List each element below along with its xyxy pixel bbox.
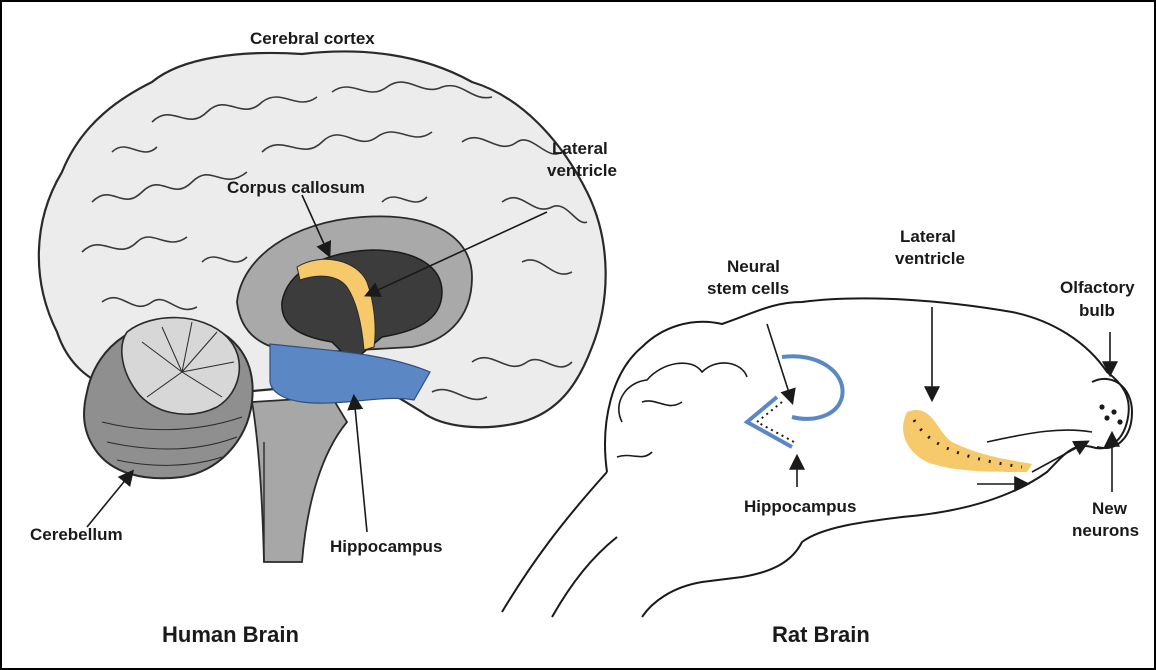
rat-hippocampus-arc xyxy=(782,356,843,419)
label-cerebral-cortex: Cerebral cortex xyxy=(250,29,375,48)
label-neural-stem-cells-1: Neural xyxy=(727,257,780,276)
rat-cerebellum-lobes xyxy=(617,363,747,457)
title-rat-brain: Rat Brain xyxy=(772,622,870,647)
rat-brain-illustration xyxy=(502,298,1132,617)
new-neuron-dots xyxy=(1099,404,1122,424)
human-brain-illustration xyxy=(39,51,606,562)
label-lateral-ventricle-rat-1: Lateral xyxy=(900,227,956,246)
label-neural-stem-cells-2: stem cells xyxy=(707,279,789,298)
label-new-neurons-1: New xyxy=(1092,499,1128,518)
label-lateral-ventricle-human-2: ventricle xyxy=(547,161,617,180)
rat-lateral-ventricle xyxy=(903,410,1032,472)
label-olfactory-bulb-1: Olfactory xyxy=(1060,278,1135,297)
label-olfactory-bulb-2: bulb xyxy=(1079,301,1115,320)
label-new-neurons-2: neurons xyxy=(1072,521,1139,540)
label-hippocampus-human: Hippocampus xyxy=(330,537,442,556)
label-hippocampus-rat: Hippocampus xyxy=(744,497,856,516)
rat-brain-outline xyxy=(605,298,1129,617)
rat-neural-stem-v xyxy=(747,397,792,447)
rat-brain-lower xyxy=(502,472,617,617)
label-cerebellum: Cerebellum xyxy=(30,525,123,544)
label-corpus-callosum: Corpus callosum xyxy=(227,178,365,197)
rostral-path xyxy=(987,430,1092,442)
label-lateral-ventricle-rat-2: ventricle xyxy=(895,249,965,268)
title-human-brain: Human Brain xyxy=(162,622,299,647)
label-lateral-ventricle-human-1: Lateral xyxy=(552,139,608,158)
